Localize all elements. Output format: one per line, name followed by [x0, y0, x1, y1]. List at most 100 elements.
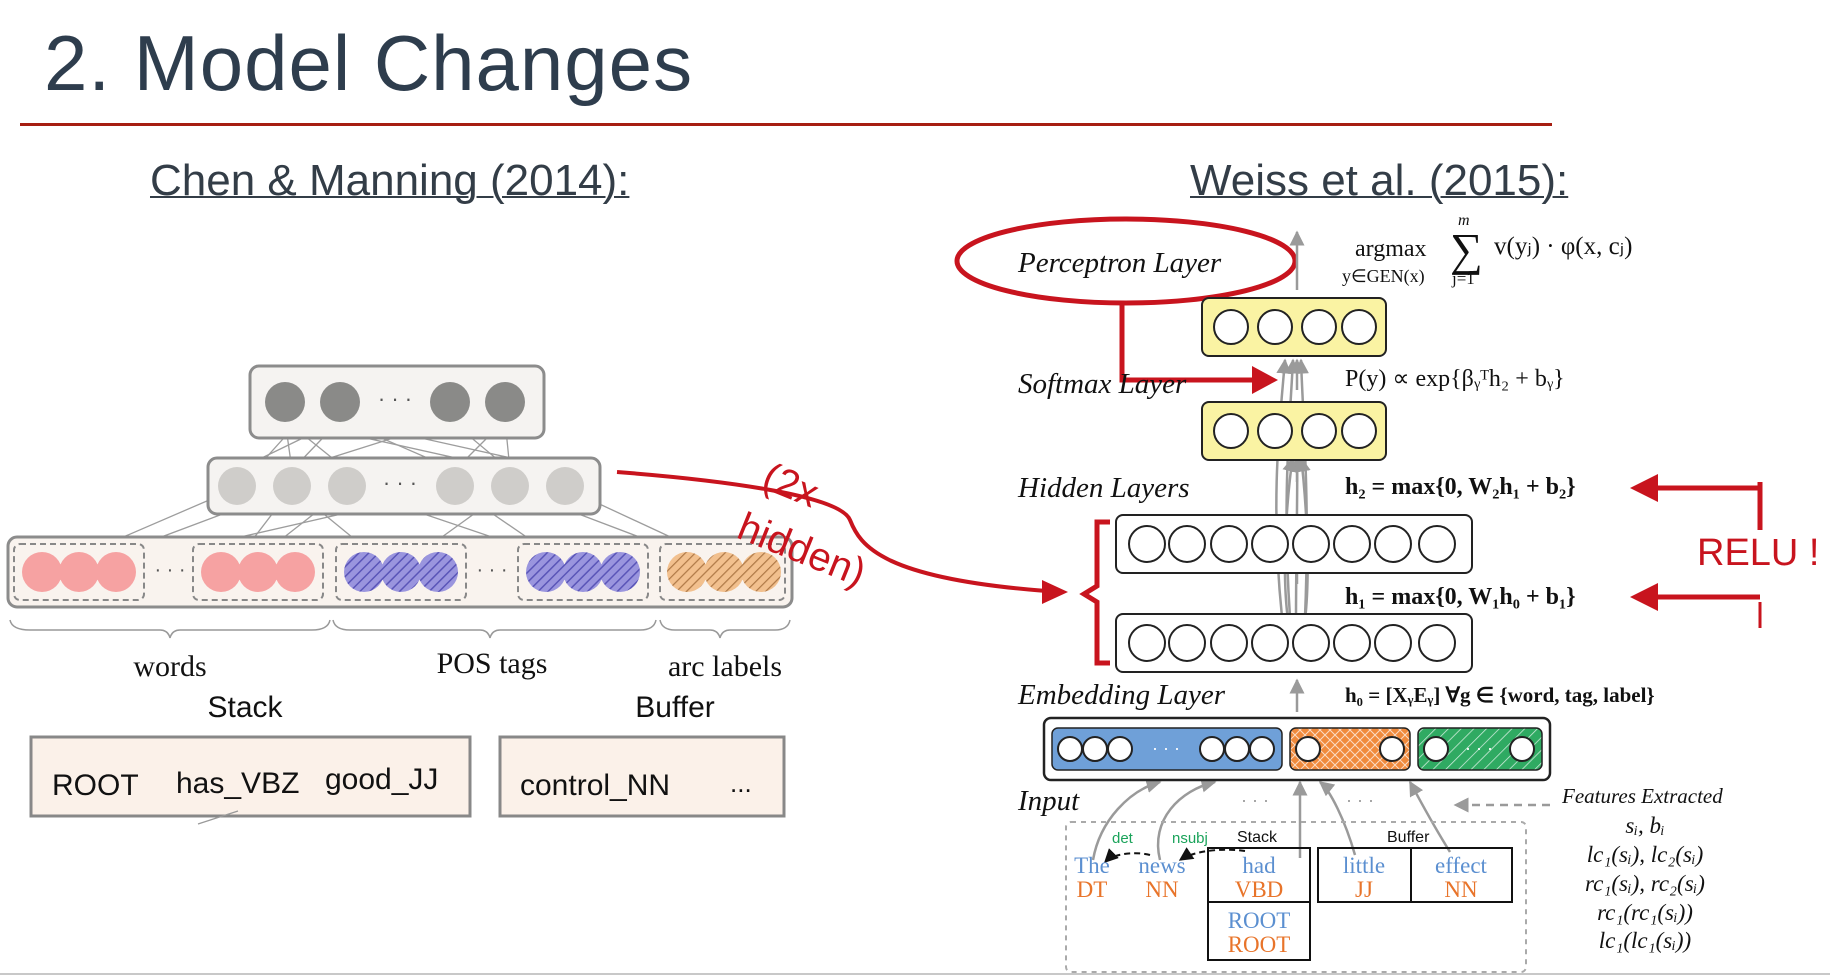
stack-box [29, 735, 472, 818]
hidden-neuron [546, 467, 584, 505]
det-label: det [1112, 830, 1134, 847]
output-layer-box [248, 364, 546, 440]
sum-sign: ∑ [1450, 224, 1483, 275]
word-embedding-neurons [1057, 736, 1275, 762]
token-tag: DT [1077, 877, 1108, 902]
hidden-layers-brace [1079, 519, 1110, 666]
token-word: little [1343, 853, 1385, 878]
argmax-sub: y∈GEN(x) [1342, 266, 1425, 287]
perceptron-layer-label: Perceptron Layer [1017, 247, 1222, 279]
token-tag: VBD [1235, 877, 1284, 902]
sum-bottom: j=1 [1451, 269, 1475, 288]
token-word: effect [1435, 853, 1488, 878]
sum-top: m [1458, 212, 1470, 229]
token-tag: ROOT [1228, 932, 1291, 957]
h1-formula: h₁ = max{0, W₁h₀ + b₁} [1345, 584, 1576, 610]
words-label: words [133, 650, 206, 683]
relu-arrow-top [1650, 482, 1763, 491]
softmax-formula: P(y) ∝ exp{βᵧᵀh₂ + bᵧ} [1345, 366, 1565, 392]
label-embedding-neurons [1423, 736, 1535, 762]
token-word: The [1074, 853, 1110, 878]
word-embed-ellipsis: · · · [1152, 738, 1180, 758]
perceptron-layer-box [1201, 297, 1387, 357]
token-word: news [1138, 853, 1185, 878]
buffer-item: ... [730, 768, 752, 798]
input-ellipsis-2: · · · [1346, 790, 1374, 810]
relu-arrow-bottom-head [1630, 583, 1658, 611]
buffer-cell-effect [1410, 847, 1513, 903]
buffer-box [498, 735, 786, 818]
stack-item: ROOT [52, 769, 139, 802]
title-divider [20, 123, 1552, 126]
hidden-neuron [328, 467, 366, 505]
feature-item: lc₁(sᵢ), lc₂(sᵢ) [1587, 842, 1704, 867]
slide-title: 2. Model Changes [44, 19, 694, 107]
perceptron-highlight [954, 216, 1298, 306]
parse-configuration-box [1065, 821, 1527, 973]
parse-buffer-label: Buffer [1387, 829, 1430, 846]
h0-formula: h₀ = [XᵧEᵧ] ∀g ∈ {word, tag, label} [1345, 683, 1655, 707]
feature-item: sᵢ, bᵢ [1625, 813, 1664, 838]
pos-embeddings [344, 552, 640, 592]
output-neuron [485, 382, 525, 422]
perceptron-arrow [1119, 303, 1262, 383]
chen-manning-heading: Chen & Manning (2014): [150, 156, 630, 205]
softmax-neurons [1213, 413, 1377, 449]
hidden-layer-1-neurons [1128, 624, 1456, 662]
feature-braces [9, 619, 791, 639]
hidden-ellipsis: · · · [383, 470, 417, 495]
chen-manning-network: · · · · · · · · · [6, 364, 794, 825]
stack-cell-root [1207, 901, 1311, 961]
embedding-layer-label: Embedding Layer [1017, 679, 1226, 711]
tag-embedding-block [1289, 727, 1411, 771]
word-embedding-block [1051, 727, 1283, 771]
parse-stack-label: Stack [1237, 829, 1278, 846]
output-neuron [320, 382, 360, 422]
stack-arc [197, 810, 239, 825]
buffer-item: control_NN [520, 769, 670, 802]
hidden-neuron [491, 467, 529, 505]
pos-tags-label: POS tags [437, 647, 548, 680]
hidden-neuron [273, 467, 311, 505]
buffer-label: Buffer [635, 691, 715, 724]
stack-label: Stack [207, 691, 283, 724]
perceptron-neurons [1213, 309, 1377, 345]
relu-label: RELU ! [1697, 532, 1819, 574]
relu-arrow-top-head [1630, 474, 1658, 502]
arc-group [659, 543, 786, 601]
parse-tokens: The DT news NN had VBD ROOT ROOT little … [1074, 853, 1487, 957]
argmax-body: v(yⱼ) · φ(x, cⱼ) [1494, 233, 1632, 260]
hidden-arrow-head [1042, 580, 1068, 604]
hidden-layers-label: Hidden Layers [1017, 472, 1190, 504]
hidden-neuron [218, 467, 256, 505]
feature-item: lc₁(lc₁(sᵢ)) [1599, 928, 1691, 953]
hidden-neuron [436, 467, 474, 505]
label-embedding-block [1417, 727, 1543, 771]
nsubj-arc [1178, 847, 1246, 861]
tag-embedding-neurons [1295, 736, 1405, 762]
input-ellipsis-1: · · · [1241, 790, 1269, 810]
stack-item: good_JJ [325, 763, 438, 796]
features-title: Features Extracted [1561, 784, 1723, 808]
word-ellipsis: · · · [154, 559, 185, 581]
nsubj-label: nsubj [1172, 830, 1208, 847]
det-arc [1104, 848, 1151, 863]
output-ellipsis: · · · [378, 386, 412, 411]
label-embed-ellipsis: · · · [1465, 738, 1493, 758]
input-label: Input [1017, 785, 1080, 817]
h2-formula: h₂ = max{0, W₂h₁ + b₂} [1345, 474, 1576, 500]
annotation-2x: (2x [757, 455, 825, 517]
token-word: ROOT [1228, 908, 1291, 933]
word-embeddings [22, 552, 315, 592]
hidden-layer-2-neurons [1128, 525, 1456, 563]
feature-item: rc₁(rc₁(sᵢ)) [1597, 900, 1693, 925]
perceptron-arrow-head [1252, 366, 1278, 394]
weiss-network: Perceptron Layer argmax y∈GEN(x) m ∑ j=1… [1017, 212, 1723, 973]
output-neuron [265, 382, 305, 422]
output-neuron [430, 382, 470, 422]
weiss-heading: Weiss et al. (2015): [1190, 156, 1569, 205]
softmax-layer-box [1201, 401, 1387, 461]
token-tag: NN [1444, 877, 1478, 902]
arc-embeddings [667, 552, 781, 592]
